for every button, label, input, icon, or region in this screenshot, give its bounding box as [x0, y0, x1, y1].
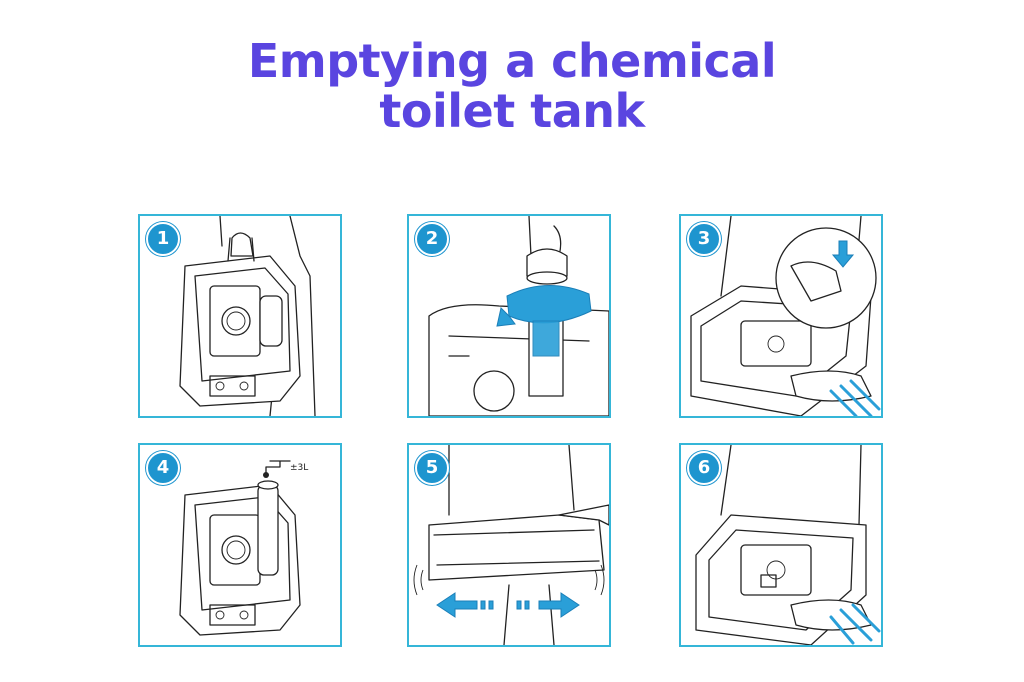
step-number-badge: 2 [415, 222, 449, 256]
step-panel-3: 3 [679, 214, 883, 418]
press-vent-pour-illustration [690, 216, 881, 416]
step-number-badge: 3 [687, 222, 721, 256]
carry-tank-illustration [179, 216, 316, 416]
step-panel-4: 4 ±3L [138, 443, 342, 647]
step-number-badge: 6 [687, 451, 721, 485]
step-number-badge: 5 [415, 451, 449, 485]
tap-volume-label: ±3L [290, 463, 309, 473]
rotate-spout-illustration [428, 216, 609, 416]
pour-rinse-illustration [695, 445, 881, 645]
step-panel-5: 5 [407, 443, 611, 647]
step-panel-1: 1 [138, 214, 342, 418]
step-panel-2: 2 [407, 214, 611, 418]
rinse-water-illustration [179, 460, 301, 636]
step-number-badge: 1 [146, 222, 180, 256]
step-panel-6: 6 [679, 443, 883, 647]
title-line-1: Emptying a chemical [247, 34, 777, 88]
shake-tank-illustration [413, 445, 609, 645]
page-title: Emptying a chemical toilet tank [0, 36, 1024, 136]
step-number-badge: 4 [146, 451, 180, 485]
title-line-2: toilet tank [379, 84, 645, 138]
tap-icon [265, 460, 291, 476]
